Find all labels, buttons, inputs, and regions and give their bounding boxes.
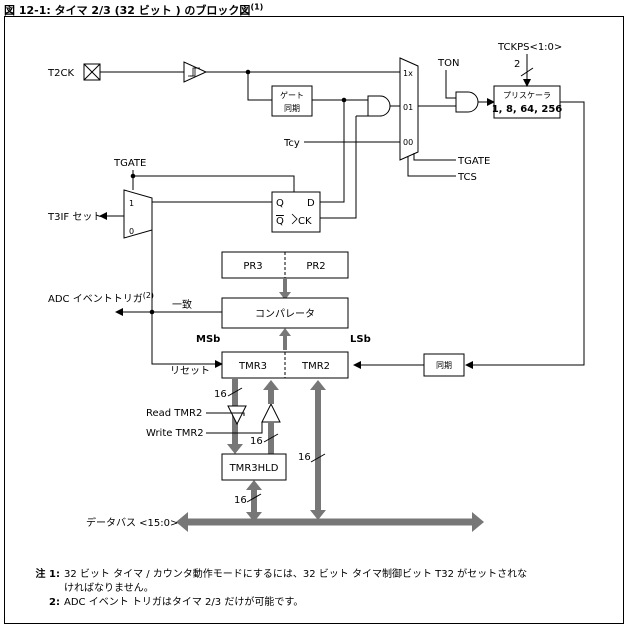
- notes: 注 1: 32 ビット タイマ / カウンタ動作モードにするには、32 ビット タ…: [30, 568, 528, 610]
- tgate-mux-0: 0: [129, 227, 134, 236]
- ff-q-label: Q: [276, 198, 284, 209]
- schmitt-buffer: [183, 61, 208, 83]
- pr-to-comparator-arrow: [279, 292, 291, 300]
- ff-d-wire: [320, 100, 345, 203]
- tmr3-label: TMR3: [238, 361, 267, 372]
- ff-ck-label: CK: [298, 216, 312, 227]
- tgate-wire: [132, 170, 295, 192]
- ff-d-label: D: [307, 198, 315, 209]
- mux-input-1x: 1x: [403, 69, 413, 78]
- prescaler-block: [493, 85, 561, 119]
- tgate-select-wire: [413, 153, 456, 161]
- note-number: 2:: [49, 597, 60, 608]
- msb-label: MSb: [196, 334, 220, 345]
- figure-title-note: (1): [250, 2, 264, 12]
- note-text: 32 ビット タイマ / カウンタ動作モードにするには、32 ビット タイマ制御…: [64, 569, 528, 580]
- write-buffer: [261, 402, 281, 423]
- write-tmr2-label: Write TMR2: [146, 428, 204, 439]
- tmr3hld-block: [221, 453, 287, 481]
- pr2-label: PR2: [306, 261, 325, 272]
- note-text: ければなりません。: [64, 583, 154, 594]
- ton-label: TON: [437, 58, 459, 69]
- gate-sync-label-2: 同期: [284, 104, 300, 113]
- tckps-width: 2: [514, 59, 520, 70]
- note-2: 2: ADC イベント トリガはタイマ 2/3 だけが可能です。: [30, 596, 527, 610]
- prescaler-label-2: 1, 8, 64, 256: [492, 104, 563, 115]
- sync-label: 同期: [436, 361, 452, 370]
- mux-input-01: 01: [403, 103, 413, 112]
- gate-sync-label-1: ゲート: [280, 90, 304, 100]
- tmr2-label: TMR2: [301, 361, 330, 372]
- pr3-label: PR3: [243, 261, 262, 272]
- tmr2-bus-width: 16: [298, 452, 311, 463]
- prescaler-out-wire: [465, 101, 585, 369]
- adc-label: ADC イベントトリガ(2): [48, 291, 154, 305]
- t2ck-label: T2CK: [47, 68, 74, 79]
- ff-qbar-label: Q: [276, 216, 284, 227]
- gate-sync-input-wire: [247, 72, 272, 101]
- and-gate-2: [455, 91, 479, 113]
- figure-number: 図 12-1:: [4, 4, 51, 17]
- figure-caption: タイマ 2/3 (32 ビット ) のブロック図: [50, 4, 251, 17]
- note-number: 注 1:: [35, 569, 60, 580]
- reset-label: リセット: [170, 365, 210, 377]
- tgate-mux-label: TGATE: [457, 156, 490, 167]
- hld-bus-width: 16: [234, 495, 247, 506]
- note-text: ADC イベント トリガはタイマ 2/3 だけが可能です。: [64, 597, 304, 608]
- tgate-top-label: TGATE: [113, 158, 146, 169]
- tmr3-bus-width: 16: [214, 389, 227, 400]
- tcs-label: TCS: [457, 172, 477, 183]
- tgate-mux-1: 1: [129, 199, 134, 208]
- match-label: 一致: [172, 298, 192, 311]
- ton-wire: [445, 70, 456, 99]
- clock-source-mux: [399, 57, 419, 161]
- figure-frame: [4, 16, 624, 624]
- note-1-continued: ければなりません。: [30, 582, 527, 596]
- d-flipflop: [271, 191, 321, 233]
- t3if-label: T3IF セット: [47, 211, 102, 223]
- comparator-block: [221, 297, 349, 329]
- tcs-select-wire: [407, 156, 456, 177]
- tckps-label: TCKPS<1:0>: [497, 42, 562, 53]
- figure-title: 図 12-1: タイマ 2/3 (32 ビット ) のブロック図(1): [4, 2, 263, 18]
- tcy-label: Tcy: [283, 138, 300, 149]
- prescaler-label-1: プリスケーラ: [503, 91, 551, 100]
- gate-sync-block: [271, 85, 313, 117]
- and-gate-1: [367, 95, 391, 117]
- data-bus-label: データバス <15:0>: [86, 516, 178, 529]
- comparator-label: コンパレータ: [255, 308, 315, 320]
- t2ck-pin: [83, 63, 101, 81]
- hld-read-width: 16: [250, 436, 263, 447]
- note-1: 注 1: 32 ビット タイマ / カウンタ動作モードにするには、32 ビット タ…: [30, 568, 528, 582]
- reset-wire: [151, 312, 223, 368]
- read-buffer: [227, 405, 247, 426]
- mux-input-00: 00: [403, 138, 413, 147]
- lsb-label: LSb: [350, 334, 371, 345]
- read-tmr2-label: Read TMR2: [146, 408, 202, 419]
- tmr-to-comparator-arrow: [279, 328, 291, 336]
- ff-ck-wire: [320, 116, 357, 219]
- tmr3hld-label: TMR3HLD: [229, 463, 279, 474]
